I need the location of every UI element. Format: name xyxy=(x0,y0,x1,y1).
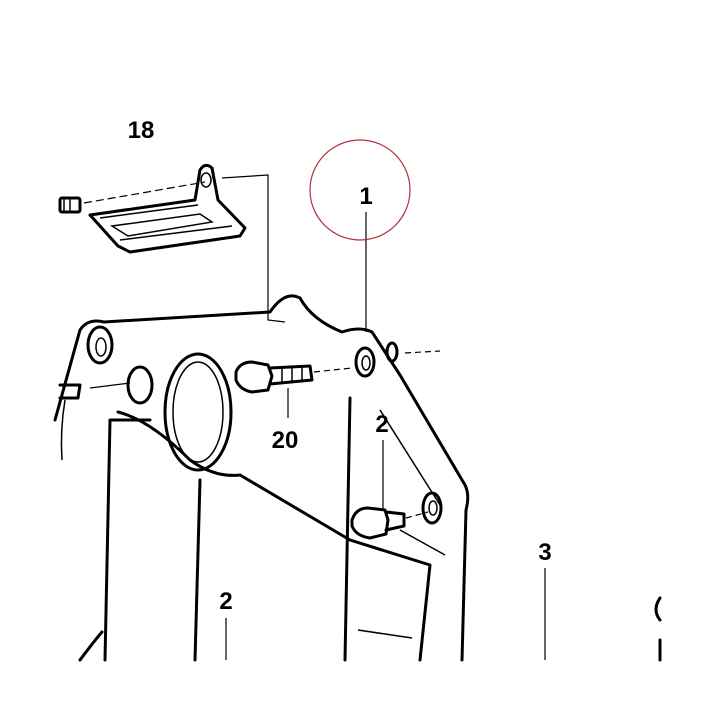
callout-1: 1 xyxy=(359,183,372,210)
part-18-bracket-plate xyxy=(88,163,247,254)
housing[interactable] xyxy=(53,294,662,662)
housing-outline xyxy=(53,294,470,662)
part-18-assembly-line xyxy=(83,181,206,204)
callout-18: 18 xyxy=(128,117,155,144)
part-2-pin[interactable] xyxy=(350,440,429,540)
callout-2-upper: 2 xyxy=(375,411,388,438)
part-2-pin-head xyxy=(350,506,390,540)
callout-2-lower: 2 xyxy=(219,588,232,615)
callout-20: 20 xyxy=(272,427,299,454)
part-20-assembly-line xyxy=(313,367,353,373)
part-20-bolt[interactable] xyxy=(234,360,353,418)
part-20-bolt-head xyxy=(234,360,274,394)
highlight-circle xyxy=(309,139,411,241)
part-18-bolt xyxy=(58,196,82,214)
part-18-bracket[interactable] xyxy=(58,163,286,323)
callout-3: 3 xyxy=(538,539,551,566)
part-18-leader xyxy=(221,174,286,323)
